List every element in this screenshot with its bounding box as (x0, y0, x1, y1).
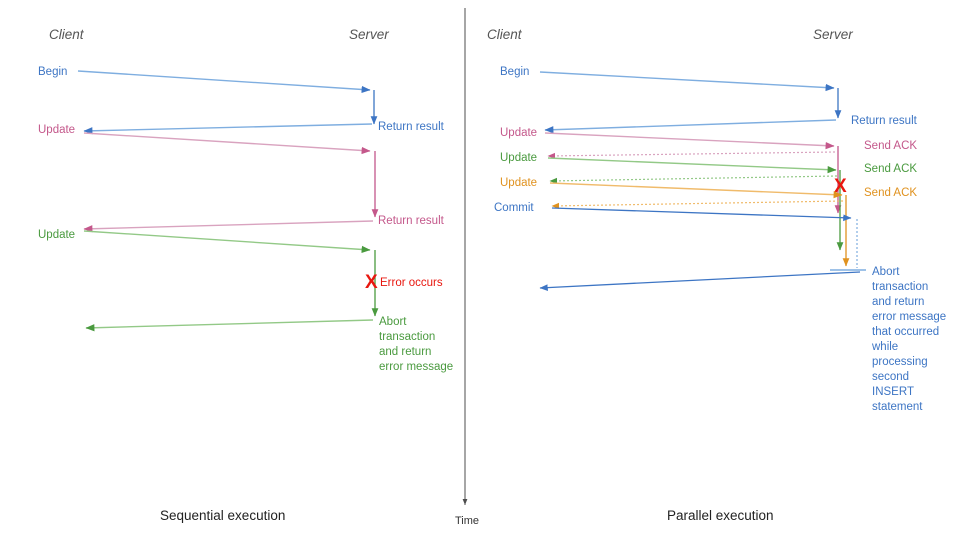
left-message-return-result-1: Return result (83, 121, 445, 135)
right-message-commit: Commit (494, 202, 852, 222)
left-arrow-begin (77, 70, 371, 94)
right-label-ack-1: Send ACK (864, 140, 917, 152)
right-message-update-2: Update (500, 152, 837, 174)
right-message-return-result: Return result (544, 115, 918, 134)
left-label-abort: Abort transaction and return error messa… (379, 316, 453, 373)
left-arrow-abort (85, 319, 374, 332)
right-label-update-3: Update (500, 177, 537, 189)
right-message-ack-1: Send ACK (547, 140, 917, 160)
right-label-abort: Abort transaction and return error messa… (871, 266, 949, 413)
right-label-update-1: Update (500, 127, 537, 139)
right-label-ack-3: Send ACK (864, 187, 917, 199)
left-label-error-occurs: Error occurs (380, 277, 443, 289)
time-axis-label: Time (455, 515, 479, 527)
left-message-update-2: Update (38, 229, 371, 254)
right-arrow-ack-1 (547, 151, 836, 160)
left-arrow-return-1 (83, 123, 373, 135)
left-label-update-2: Update (38, 229, 75, 241)
right-panel-caption: Parallel execution (667, 508, 774, 523)
right-actor-client: Client (487, 27, 523, 42)
left-message-return-result-2: Return result (83, 215, 445, 233)
left-arrow-update-2 (83, 230, 371, 254)
right-arrow-ack-2 (549, 175, 838, 184)
left-actor-server: Server (349, 27, 389, 42)
left-label-update-1: Update (38, 124, 75, 136)
right-arrow-update-1 (544, 132, 835, 150)
right-arrow-commit (551, 207, 852, 222)
left-error-group: X Error occurs (365, 272, 443, 293)
right-message-abort: Abort transaction and return error messa… (539, 266, 949, 413)
left-message-begin: Begin (38, 66, 371, 94)
left-actor-client: Client (49, 27, 85, 42)
left-panel: Client Server Begin Return result Update… (38, 27, 453, 523)
left-arrow-return-2 (83, 220, 374, 233)
left-label-return-2: Return result (378, 215, 445, 227)
left-message-abort: Abort transaction and return error messa… (85, 316, 453, 373)
error-x-icon: X (834, 176, 847, 197)
left-message-update-1: Update (38, 124, 371, 155)
right-message-update-1: Update (500, 127, 835, 150)
right-arrow-update-3 (549, 182, 843, 199)
right-label-ack-2: Send ACK (864, 163, 917, 175)
left-label-return-1: Return result (378, 121, 445, 133)
error-x-icon: X (365, 272, 378, 293)
right-label-return: Return result (851, 115, 918, 127)
right-arrow-ack-3 (551, 200, 844, 209)
right-message-ack-2: Send ACK (549, 163, 917, 184)
left-panel-caption: Sequential execution (160, 508, 285, 523)
right-message-update-3: Update (500, 177, 843, 199)
right-arrow-begin (539, 71, 835, 92)
right-error-group: X (834, 176, 847, 197)
right-arrow-return (544, 119, 837, 134)
left-arrow-update-1 (83, 132, 371, 155)
right-label-begin: Begin (500, 66, 529, 78)
right-label-commit: Commit (494, 202, 534, 214)
right-message-begin: Begin (500, 66, 835, 92)
right-actor-server: Server (813, 27, 853, 42)
right-arrow-abort (539, 271, 861, 291)
right-arrow-update-2 (547, 157, 837, 174)
right-label-update-2: Update (500, 152, 537, 164)
right-panel: Client Server Begin Return result Update… (487, 27, 949, 523)
right-message-ack-3: Send ACK (551, 187, 917, 209)
left-label-begin: Begin (38, 66, 67, 78)
